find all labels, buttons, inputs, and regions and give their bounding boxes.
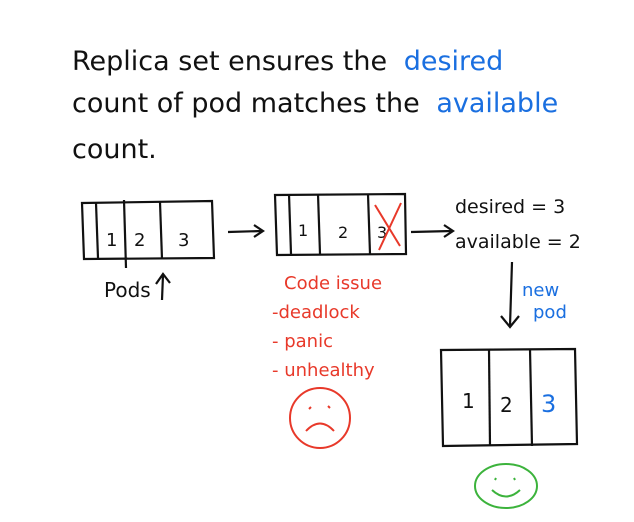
pod-group-recovered	[439, 347, 579, 448]
arrow-down-icon	[500, 261, 520, 329]
pod-group-initial-border	[80, 199, 216, 261]
pod-group-initial	[80, 199, 216, 269]
pod-label-3: 3	[377, 223, 387, 242]
heading-line1: Replica set ensures the desired	[72, 46, 503, 77]
heading-line2: count of pod matches the available	[72, 88, 558, 119]
pod-group-failing-border	[273, 192, 408, 257]
pod-divider	[287, 193, 293, 255]
code-issue-title: Code issue	[284, 273, 382, 294]
code-issue-list: Code issue -deadlock - panic - unhealthy	[272, 273, 382, 381]
pods-arrow-up-icon	[155, 272, 171, 301]
pod-divider	[94, 202, 100, 259]
pod-label-1: 1	[298, 221, 308, 240]
desired-count: desired = 3	[455, 196, 565, 218]
pod-label-2: 2	[338, 223, 348, 242]
pod-label-2: 2	[134, 230, 145, 251]
pod-label-3: 3	[178, 230, 189, 251]
heading-line2-text: count of pod matches the	[72, 88, 420, 119]
pod-label-1: 1	[106, 230, 117, 251]
pod-label-1: 1	[462, 389, 475, 413]
pod-divider	[158, 201, 164, 260]
issue-item: -deadlock	[272, 302, 360, 323]
issue-item: - panic	[272, 331, 333, 352]
pod-label-3-new: 3	[541, 390, 556, 418]
pods-label: Pods	[104, 278, 151, 302]
pod-label-2: 2	[500, 393, 513, 417]
pod-divider	[487, 348, 492, 447]
pod-divider	[366, 193, 372, 255]
heading: Replica set ensures the desired count of…	[72, 46, 558, 165]
arrow-right-icon	[227, 224, 265, 238]
pod-group-failing-labels: 1 2 3	[298, 221, 387, 242]
heading-line1-text: Replica set ensures the	[72, 46, 387, 77]
new-pod-line2: pod	[533, 302, 567, 323]
arrow-right-icon	[410, 224, 455, 238]
available-count: available = 2	[455, 231, 581, 253]
happy-face-icon	[474, 463, 538, 509]
new-pod-line1: new	[522, 280, 559, 301]
pod-divider	[316, 193, 322, 255]
new-pod-note: new pod	[522, 280, 567, 323]
replica-status: desired = 3 available = 2	[455, 196, 581, 253]
pod-divider	[528, 348, 534, 447]
sad-face-icon	[289, 387, 351, 449]
pod-failed-cross-icon	[374, 202, 402, 251]
heading-line3: count.	[72, 134, 157, 165]
heading-desired-word: desired	[404, 46, 504, 77]
pod-divider	[122, 199, 128, 269]
issue-item: - unhealthy	[272, 360, 375, 381]
pod-group-recovered-labels: 1 2 3	[462, 389, 556, 418]
pod-group-initial-labels: 1 2 3	[106, 230, 189, 251]
pod-group-failing	[273, 192, 408, 257]
heading-available-word: available	[436, 88, 558, 119]
